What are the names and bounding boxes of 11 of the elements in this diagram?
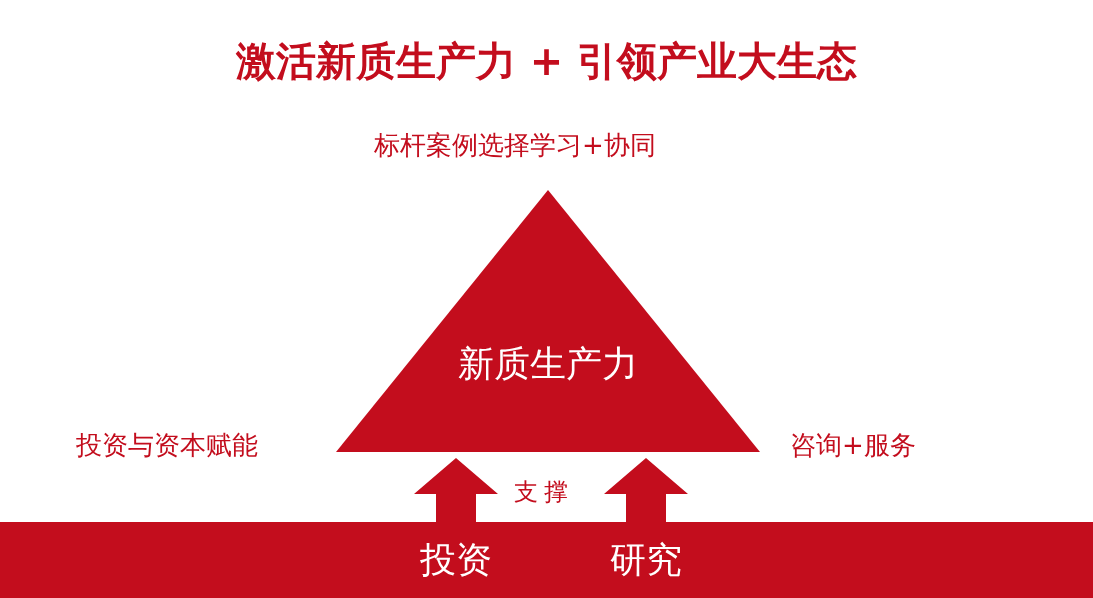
arrow-caption: 支撑 bbox=[514, 477, 574, 508]
block-arrow bbox=[414, 458, 498, 522]
corner-label: 咨询+服务 bbox=[790, 429, 916, 462]
band-label: 投资 bbox=[408, 536, 504, 585]
block-arrow bbox=[604, 458, 688, 522]
corner-label: 投资与资本赋能 bbox=[76, 429, 258, 462]
triangle-label: 新质生产力 bbox=[458, 342, 638, 386]
title: 激活新质生产力 + 引领产业大生态 bbox=[235, 37, 858, 86]
base-band bbox=[0, 522, 1093, 598]
band-label: 研究 bbox=[598, 536, 694, 585]
corner-label: 标杆案例选择学习+协同 bbox=[374, 129, 656, 162]
